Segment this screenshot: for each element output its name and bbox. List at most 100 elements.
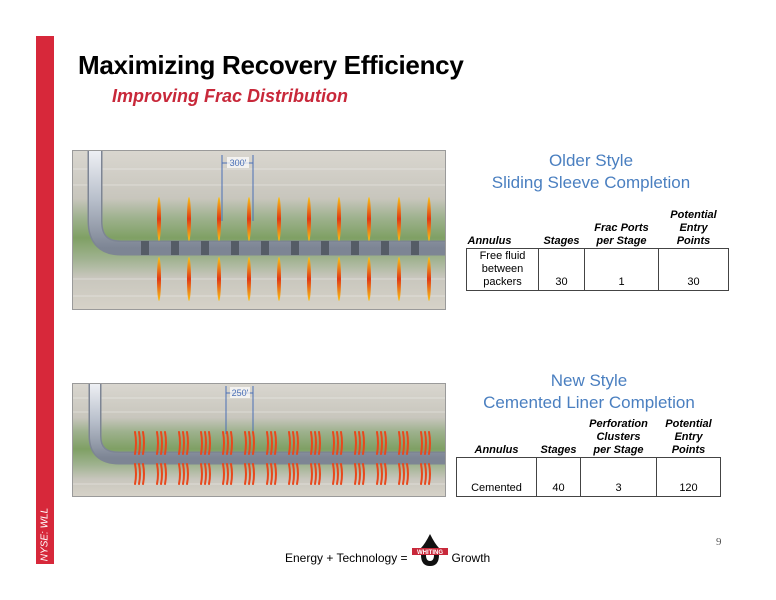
perforation-fracture bbox=[274, 431, 277, 455]
footer-right-text: Growth bbox=[451, 551, 491, 565]
perforation-fracture bbox=[376, 463, 379, 485]
perforation-fracture bbox=[156, 463, 159, 485]
perforation-fracture bbox=[244, 431, 247, 455]
perforation-fracture bbox=[244, 463, 247, 485]
header-entry-points: Potential Entry Points bbox=[665, 418, 712, 456]
perforation-fracture bbox=[160, 463, 163, 485]
perforation-fracture bbox=[138, 463, 141, 485]
perforation-fracture bbox=[178, 463, 181, 485]
cell-entry-points: 30 bbox=[658, 248, 729, 291]
footer-tagline: Energy + Technology = WHITING Growth bbox=[285, 534, 491, 578]
perforation-fracture bbox=[200, 463, 203, 485]
perforation-fracture bbox=[142, 463, 145, 485]
cell-frac-ports: 1 bbox=[584, 248, 659, 291]
perforation-fracture bbox=[376, 431, 379, 455]
perforation-fracture bbox=[252, 463, 255, 485]
perforation-fracture bbox=[142, 431, 145, 455]
perforation-fracture bbox=[222, 431, 225, 455]
perforation-fracture bbox=[424, 431, 427, 455]
table-row: Free fluid between packers 30 1 30 bbox=[466, 248, 729, 291]
perforation-fracture bbox=[424, 463, 427, 485]
perforation-fracture bbox=[332, 431, 335, 455]
perforation-fracture bbox=[288, 463, 291, 485]
perforation-fracture bbox=[134, 431, 137, 455]
perforation-fracture bbox=[204, 463, 207, 485]
perforation-fracture bbox=[182, 431, 185, 455]
footer-left-text: Energy + Technology = bbox=[285, 551, 408, 565]
perforation-fracture bbox=[266, 463, 269, 485]
perforation-fracture bbox=[164, 431, 167, 455]
new-style-title: New Style bbox=[550, 371, 628, 390]
cell-stages: 40 bbox=[536, 457, 581, 497]
perforation-fracture bbox=[402, 431, 405, 455]
perforation-fracture bbox=[248, 463, 251, 485]
perforation-fracture bbox=[420, 431, 423, 455]
perforation-fracture bbox=[314, 463, 317, 485]
perforation-fracture bbox=[362, 463, 365, 485]
older-style-table: Annulus Stages Frac Ports per Stage Pote… bbox=[466, 209, 729, 291]
cell-annulus: Cemented bbox=[456, 457, 537, 497]
perforation-fracture bbox=[164, 463, 167, 485]
perforation-fracture bbox=[354, 431, 357, 455]
perforation-fracture bbox=[208, 463, 211, 485]
header-entry-points: Potential Entry Points bbox=[670, 209, 717, 247]
new-style-heading: New Style Cemented Liner Completion bbox=[434, 370, 744, 414]
perforation-fracture bbox=[380, 463, 383, 485]
perforation-fracture bbox=[230, 463, 233, 485]
perforation-fracture bbox=[274, 463, 277, 485]
perforation-fracture bbox=[310, 463, 313, 485]
perforation-fracture bbox=[288, 431, 291, 455]
header-stages: Stages bbox=[543, 235, 580, 247]
perforation-fracture bbox=[296, 431, 299, 455]
header-frac-ports: Frac Ports per Stage bbox=[594, 222, 649, 247]
perforation-fracture bbox=[380, 431, 383, 455]
header-annulus: Annulus bbox=[467, 235, 512, 247]
perforation-fracture bbox=[406, 463, 409, 485]
perforation-fracture bbox=[270, 463, 273, 485]
perforation-fracture bbox=[406, 431, 409, 455]
perforation-fracture bbox=[428, 463, 431, 485]
perforation-fracture bbox=[134, 463, 137, 485]
perforation-fracture bbox=[318, 463, 321, 485]
perforation-fracture bbox=[336, 431, 339, 455]
perforation-fracture bbox=[358, 463, 361, 485]
sliding-sleeve-diagram: 300' bbox=[72, 150, 446, 310]
perforation-fracture bbox=[362, 431, 365, 455]
perforation-fracture bbox=[226, 463, 229, 485]
perforation-fracture bbox=[230, 431, 233, 455]
whiting-logo-icon: WHITING bbox=[410, 532, 450, 572]
cell-stages: 30 bbox=[538, 248, 585, 291]
perforation-fracture bbox=[248, 431, 251, 455]
perforation-fracture bbox=[208, 431, 211, 455]
new-style-subtitle: Cemented Liner Completion bbox=[483, 393, 695, 412]
perforation-fracture bbox=[160, 431, 163, 455]
slide-subtitle: Improving Frac Distribution bbox=[112, 86, 349, 106]
older-style-title: Older Style bbox=[548, 151, 634, 170]
older-style-subtitle: Sliding Sleeve Completion bbox=[491, 173, 691, 192]
perforation-fracture bbox=[204, 431, 207, 455]
table-row: Cemented 40 3 120 bbox=[456, 457, 721, 497]
perforation-fracture bbox=[358, 431, 361, 455]
perforation-fracture bbox=[178, 431, 181, 455]
perforation-fracture bbox=[226, 431, 229, 455]
perforation-fracture bbox=[428, 431, 431, 455]
scale-label-250: 250' bbox=[232, 388, 249, 398]
perforation-fracture bbox=[270, 431, 273, 455]
perforation-fracture bbox=[336, 463, 339, 485]
perforation-fracture bbox=[200, 431, 203, 455]
perforation-fracture bbox=[384, 431, 387, 455]
perforation-fracture bbox=[398, 431, 401, 455]
header-stages: Stages bbox=[540, 444, 577, 456]
older-style-heading: Older Style Sliding Sleeve Completion bbox=[436, 150, 746, 194]
perforation-fracture bbox=[402, 463, 405, 485]
perforation-fracture bbox=[186, 431, 189, 455]
perforation-fracture bbox=[182, 463, 185, 485]
perforation-fracture bbox=[266, 431, 269, 455]
ticker-label: NYSE: WLL bbox=[39, 507, 51, 562]
perforation-fracture bbox=[292, 431, 295, 455]
perforation-fracture bbox=[420, 463, 423, 485]
sidebar-accent-bar bbox=[36, 36, 54, 564]
perforation-fracture bbox=[310, 431, 313, 455]
cell-entry-points: 120 bbox=[656, 457, 721, 497]
perforation-fracture bbox=[138, 431, 141, 455]
